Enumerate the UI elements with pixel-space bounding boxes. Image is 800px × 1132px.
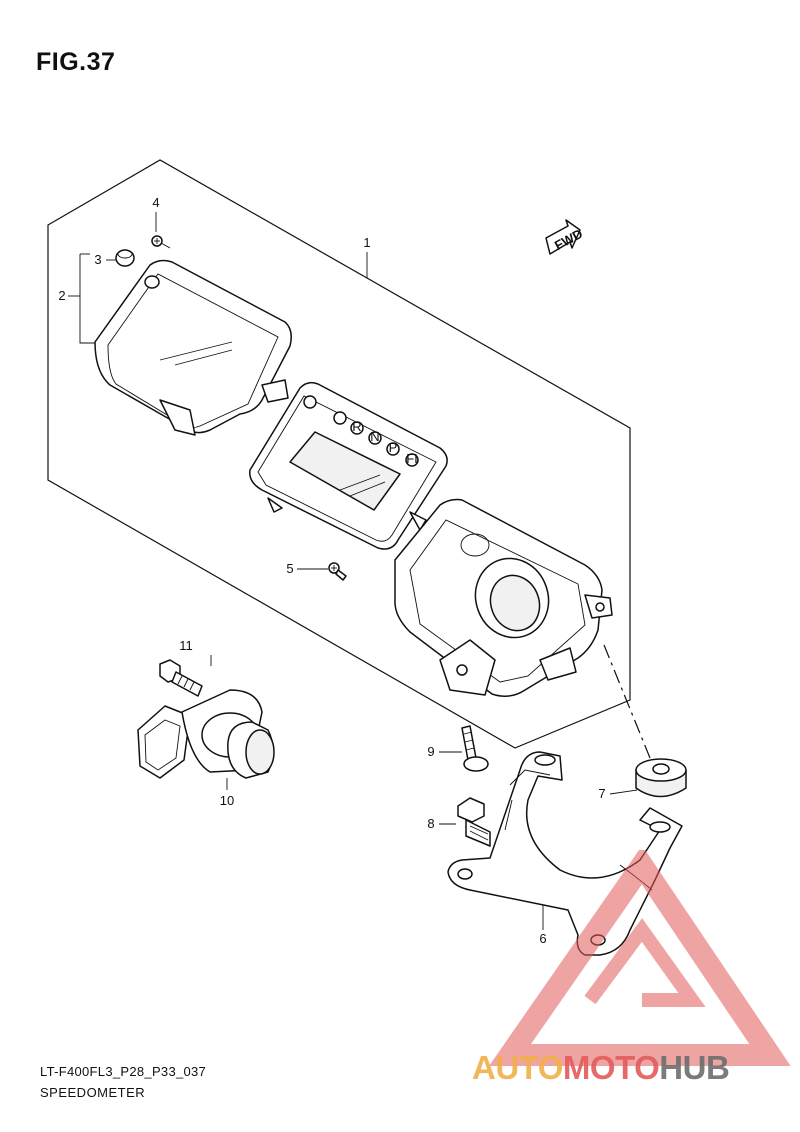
cap-part [115,249,135,267]
meter-cover [94,259,292,436]
callout-8: 8 [427,816,434,831]
forward-direction-arrow: FWD [545,219,585,255]
watermark-auto: AUTO [472,1049,563,1086]
callout-5: 5 [286,561,293,576]
lamp-label-r: R [352,419,361,434]
screw-part-9 [461,725,489,772]
figure-title: FIG.37 [36,48,116,76]
indicator-lamp-3 [368,431,382,445]
bolt-part-11 [159,659,203,697]
indicator-lamps: R N P FI [333,411,419,467]
callout-labels: 1 2 3 4 5 6 7 8 9 10 11 [58,195,605,946]
meter-housing [394,498,613,697]
lamp-label-p: P [389,440,398,455]
leader-lines [68,212,651,930]
screw-part-5 [328,562,347,581]
speed-sensor-part-10 [137,689,275,779]
watermark-moto: MOTO [562,1049,660,1086]
callout-9: 9 [427,744,434,759]
callout-3: 3 [94,252,101,267]
callout-7: 7 [598,786,605,801]
model-code: LT-F400FL3_P28_P33_037 [40,1064,207,1079]
lamp-label-n: N [370,429,379,444]
bolt-part-8 [457,797,491,847]
callout-2: 2 [58,288,65,303]
display-panel [249,381,448,550]
callout-11: 11 [179,638,193,653]
fwd-label: FWD [552,226,585,253]
screw-part-4 [151,235,171,249]
watermark-hub: HUB [659,1049,730,1086]
callout-1: 1 [363,235,370,250]
assembly-outline [47,159,631,749]
section-name: SPEEDOMETER [40,1085,146,1100]
watermark-text: AUTOMOTOHUB [472,1049,730,1087]
indicator-lamp-2 [350,421,364,435]
watermark-logo [488,850,790,1066]
indicator-lamp-5 [405,453,419,467]
callout-6: 6 [539,931,546,946]
indicator-lamp-1 [333,411,347,425]
watermark-inner-icon [584,918,706,1007]
callout-10: 10 [220,793,234,808]
callout-4: 4 [152,195,159,210]
lamp-label-fi: FI [406,451,418,466]
watermark-triangle-icon [488,850,790,1066]
indicator-lamp-4 [386,442,400,456]
grommet-part-7 [635,758,687,798]
